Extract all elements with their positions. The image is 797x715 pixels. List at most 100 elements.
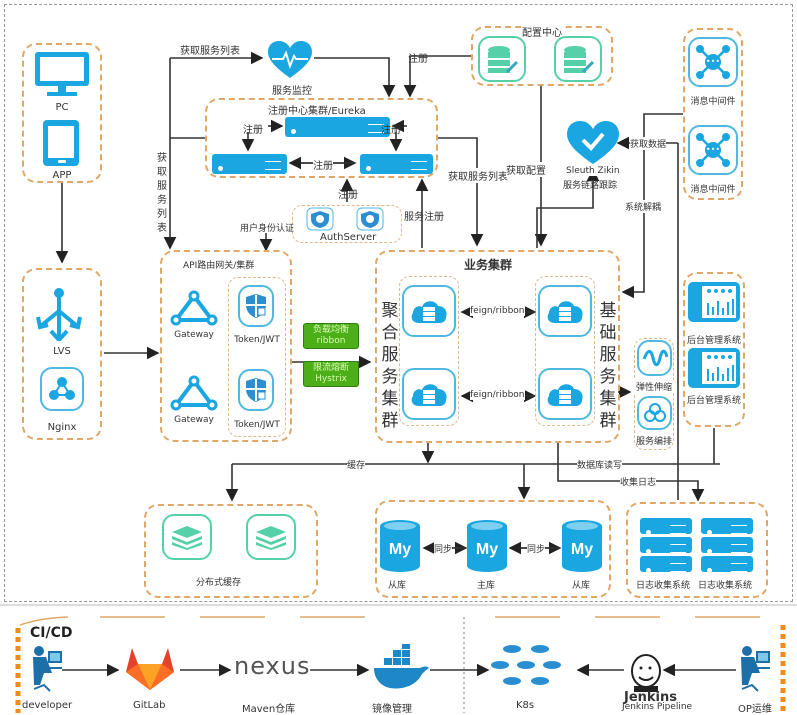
config-db-icon bbox=[564, 46, 595, 74]
cache-flow-label: 缓存 bbox=[347, 458, 366, 471]
svg-text:My: My bbox=[389, 541, 411, 558]
eureka-title: 注册中心集群/Eureka bbox=[268, 106, 366, 117]
api-gateway-group bbox=[160, 250, 292, 442]
tracing-label-2: 服务链路跟踪 bbox=[563, 181, 618, 191]
log-server bbox=[701, 518, 753, 535]
slave-db-label-2: 从库 bbox=[572, 581, 591, 591]
jenkins-pipeline-label: Jenkins Pipeline bbox=[622, 702, 693, 712]
base-cluster-label: 基础服务集群 bbox=[599, 301, 617, 431]
eureka-group bbox=[205, 98, 438, 178]
feign-ribbon-label-1: feign/ribbon bbox=[470, 306, 525, 316]
aggregate-cluster-label: 聚合服务集群 bbox=[381, 301, 399, 431]
gitlab-icon bbox=[126, 648, 174, 690]
developer-label: developer bbox=[22, 700, 73, 711]
token-group bbox=[228, 277, 286, 437]
op-label: OP运维 bbox=[738, 704, 772, 715]
eureka-server-left bbox=[212, 154, 287, 174]
eureka-register-label-3: 注册 bbox=[313, 157, 333, 172]
image-mgmt-label: 镜像管理 bbox=[372, 704, 412, 715]
token-tile-2 bbox=[238, 369, 274, 411]
authserver-label: AuthServer bbox=[320, 232, 377, 243]
log-label-2: 日志收集系统 bbox=[698, 581, 753, 591]
jenkins-logo-text: Jenkins bbox=[624, 690, 678, 705]
scaling-tile bbox=[637, 340, 672, 376]
mq-hub-icon: ••• bbox=[696, 133, 730, 167]
feign-ribbon-label-2: feign/ribbon bbox=[470, 390, 525, 400]
cloud-server-icon bbox=[411, 301, 447, 323]
mq-tile-2: ••• bbox=[688, 125, 738, 175]
service-monitor-label: 服务监控 bbox=[272, 86, 312, 97]
admin-label-2: 后台管理系统 bbox=[686, 396, 741, 406]
auth-shield-icon-1 bbox=[306, 207, 334, 231]
business-cluster-group bbox=[375, 250, 620, 443]
mq-hub-icon: ••• bbox=[696, 45, 730, 79]
scaling-wave-icon bbox=[642, 349, 668, 367]
master-db-label: 主库 bbox=[477, 581, 496, 591]
mysql-master-icon: My bbox=[467, 520, 507, 572]
collect-logs-label: 收集日志 bbox=[620, 475, 657, 488]
auth-shield-icon-2 bbox=[356, 207, 384, 231]
log-group bbox=[626, 502, 768, 598]
nginx-label: Nginx bbox=[47, 422, 77, 433]
flow-collect-logs bbox=[557, 443, 705, 502]
k8s-label: K8s bbox=[516, 700, 535, 711]
app-label: APP bbox=[52, 170, 72, 181]
flow-config-eureka bbox=[403, 55, 471, 98]
eureka-server-right bbox=[360, 154, 433, 174]
system-decouple-label: 系统解耦 bbox=[625, 200, 662, 213]
mq-tile-1: ••• bbox=[688, 37, 738, 87]
k8s-swarm-icon bbox=[491, 645, 561, 685]
developer-icon bbox=[33, 646, 62, 692]
log-label-1: 日志收集系统 bbox=[636, 581, 691, 591]
ops-group bbox=[634, 338, 674, 450]
redis-tile-2 bbox=[246, 514, 296, 560]
mq-label-1: 消息中间件 bbox=[690, 97, 736, 107]
database-group bbox=[375, 500, 611, 598]
flow-eureka-business bbox=[438, 137, 484, 247]
token-shield-icon bbox=[246, 378, 266, 402]
gitlab-label: GitLab bbox=[133, 700, 166, 711]
admin-group bbox=[683, 272, 745, 427]
user-auth-label: 用户身份认证 bbox=[240, 224, 295, 234]
aggregate-service-tile-1 bbox=[402, 285, 456, 337]
eureka-server-top bbox=[285, 117, 390, 137]
lvs-label: LVS bbox=[53, 346, 71, 357]
architecture-frame bbox=[4, 4, 793, 602]
config-center-title: 配置中心 bbox=[522, 24, 562, 39]
eureka-register-label-1: 注册 bbox=[243, 125, 263, 136]
token-shield-icon bbox=[246, 294, 266, 318]
log-server bbox=[640, 537, 692, 554]
service-register-label: 服务注册 bbox=[404, 212, 444, 223]
nginx-icon bbox=[49, 377, 75, 400]
load-balancer-group bbox=[22, 268, 102, 440]
svg-text:My: My bbox=[476, 541, 498, 558]
token-label-2: Token/JWT bbox=[234, 420, 280, 430]
lvs-icon bbox=[36, 288, 82, 341]
admin-dashboard-icon-1 bbox=[688, 282, 740, 322]
redis-stack-icon bbox=[172, 526, 202, 550]
nginx-tile bbox=[40, 367, 84, 411]
docker-icon bbox=[374, 644, 429, 689]
flow-monitor-eureka bbox=[314, 57, 396, 98]
log-server bbox=[640, 556, 692, 573]
config-register-label: 注册 bbox=[408, 54, 428, 65]
log-server bbox=[701, 556, 753, 573]
slave-db-label-1: 从库 bbox=[388, 581, 407, 591]
base-service-tile-1 bbox=[538, 285, 592, 337]
gateway-label-1: Gateway bbox=[174, 330, 214, 340]
config-tile-1 bbox=[478, 36, 526, 82]
get-data-label: 获取数据 bbox=[630, 137, 667, 150]
business-cluster-title: 业务集群 bbox=[464, 258, 513, 272]
mysql-slave-icon-2: My bbox=[562, 520, 602, 572]
cicd-title: CI/CD bbox=[30, 625, 73, 641]
tracing-heart-icon bbox=[567, 121, 619, 164]
gateway-icon-1 bbox=[170, 290, 218, 326]
mysql-slave-icon-1: My bbox=[380, 520, 420, 572]
api-gateway-title: API路由网关/集群 bbox=[183, 261, 255, 271]
orchestrate-tile bbox=[637, 396, 672, 430]
sync-label-1: 同步 bbox=[434, 542, 453, 555]
section-divider bbox=[0, 604, 797, 606]
cloud-server-icon bbox=[411, 384, 447, 406]
